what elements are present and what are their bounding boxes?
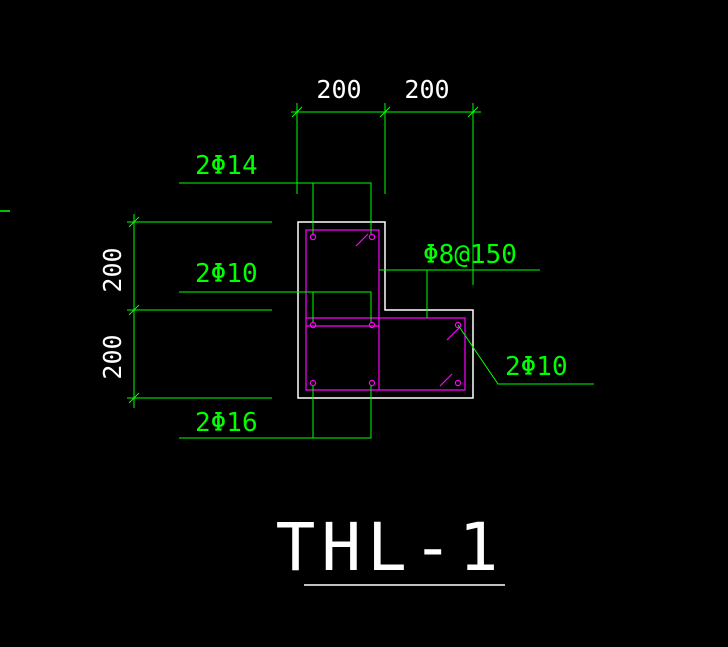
stirrup-cage <box>305 229 466 391</box>
stirrup-hooks <box>355 233 460 387</box>
rebar-dot <box>368 379 376 387</box>
label-stirrup: Φ8@150 <box>423 240 517 270</box>
concrete-outline <box>297 221 474 399</box>
label-middle-rebar: 2Φ10 <box>195 259 258 289</box>
rebar-dot <box>309 379 317 387</box>
left-dimension-chain <box>127 214 272 408</box>
top-dimension-chain <box>291 103 481 285</box>
rebar-dot <box>454 379 462 387</box>
dim-text-top-right: 200 <box>404 75 449 104</box>
drawing-title: THL-1 <box>276 509 505 586</box>
dim-text-top-left: 200 <box>316 75 361 104</box>
rebar-dot <box>368 233 376 241</box>
rebar-bars <box>309 233 462 387</box>
rebar-dot <box>309 321 317 329</box>
label-top-rebar: 2Φ14 <box>195 151 258 181</box>
leader-lines <box>179 182 594 439</box>
rebar-dot <box>454 321 462 329</box>
dim-text-left-upper: 200 <box>98 247 127 292</box>
label-bottom-rebar: 2Φ16 <box>195 408 258 438</box>
label-right-rebar: 2Φ10 <box>505 352 568 382</box>
dim-text-left-lower: 200 <box>98 334 127 379</box>
rebar-dot <box>368 321 376 329</box>
rebar-dot <box>309 233 317 241</box>
